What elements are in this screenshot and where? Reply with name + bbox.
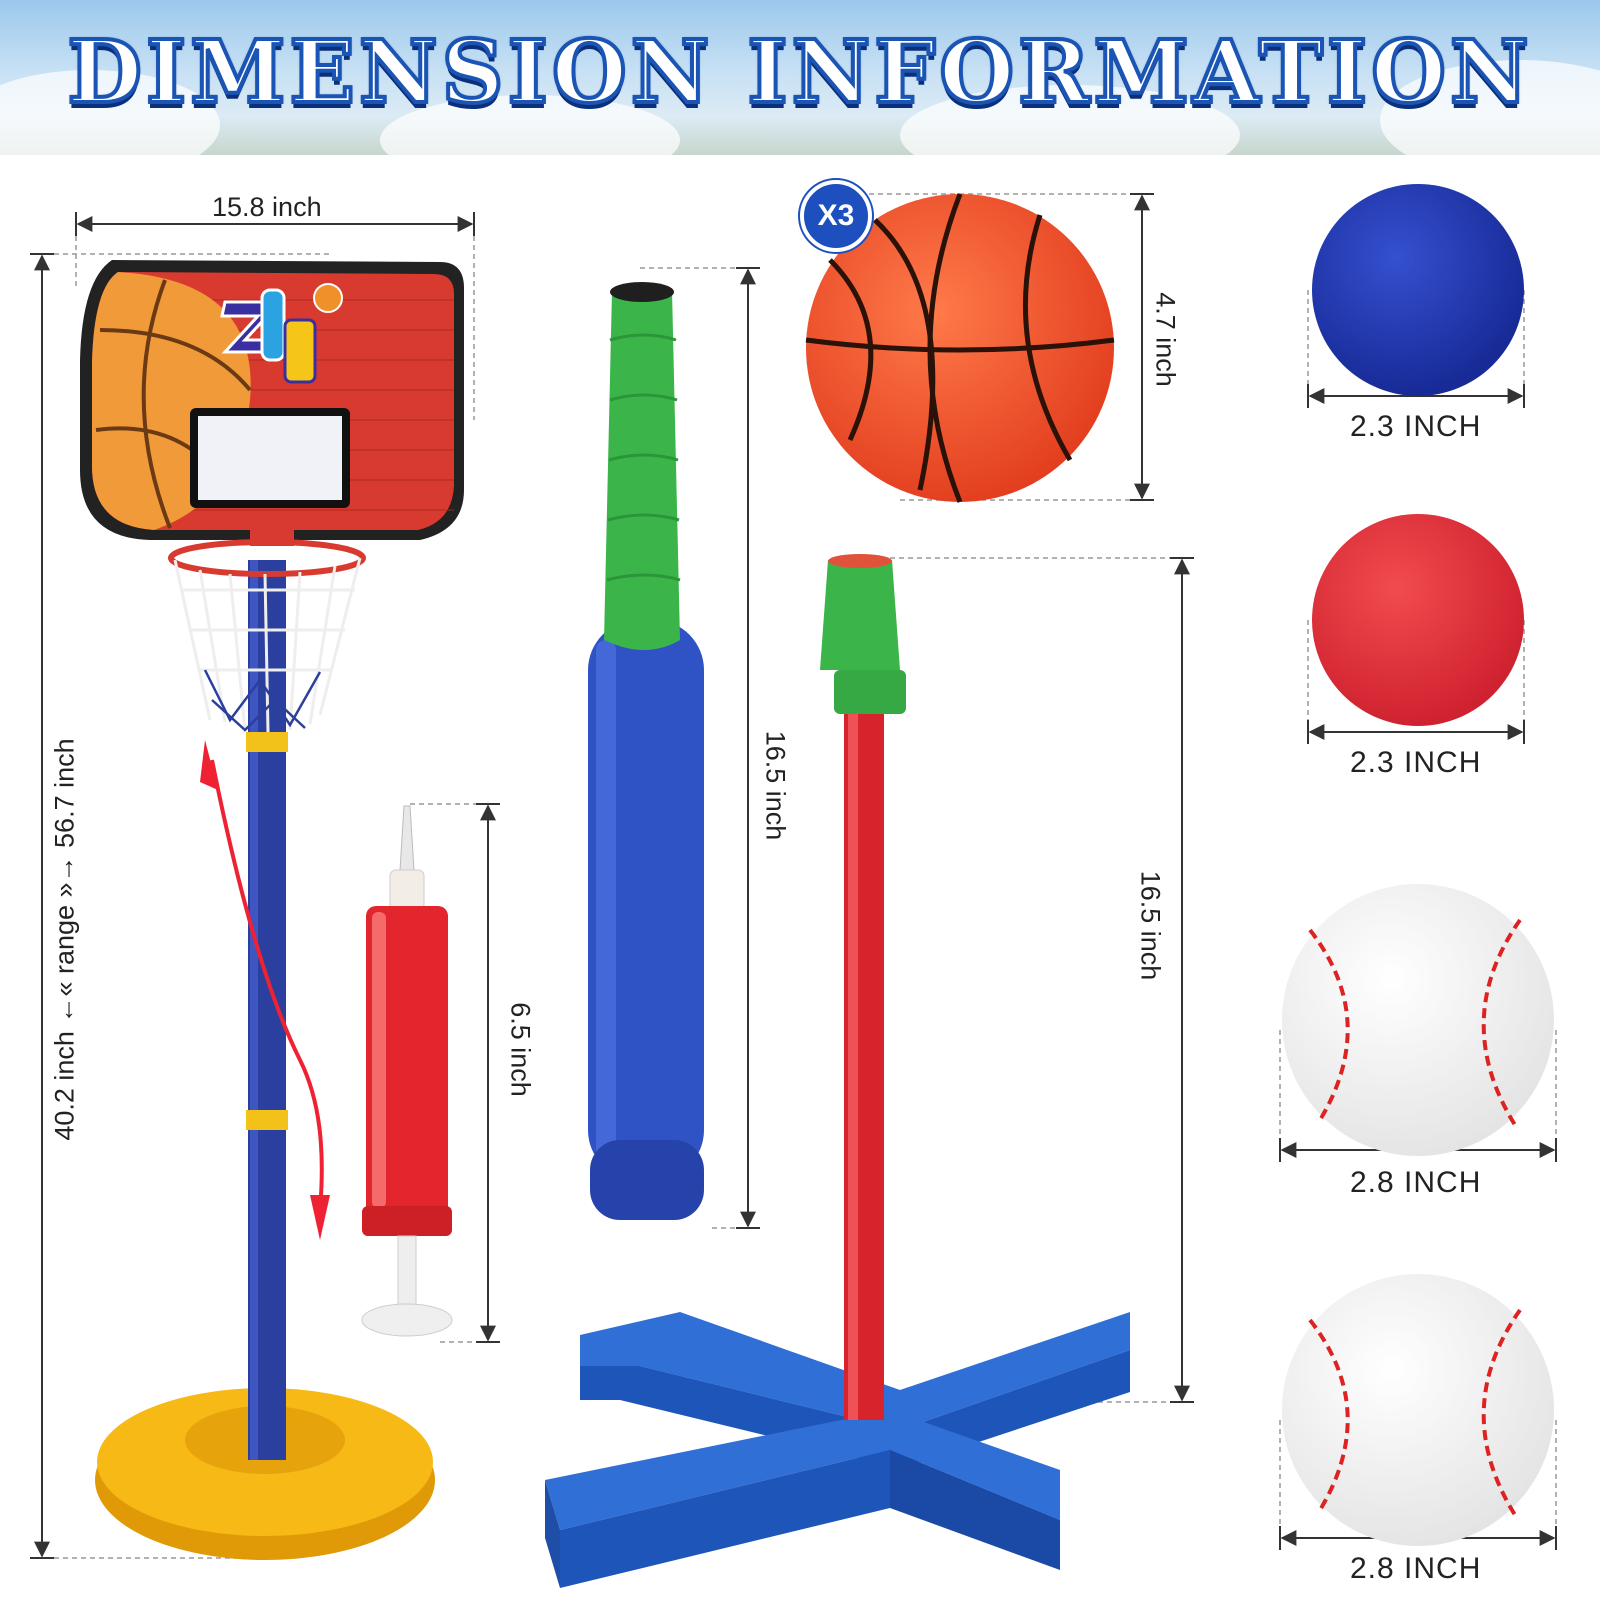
pump-height-label: 6.5 inch — [505, 1002, 536, 1097]
title-banner: DIMENSION INFORMATION — [0, 0, 1600, 155]
blue-ball-size-label: 2.3 INCH — [1350, 410, 1482, 443]
red-foam-ball — [1312, 514, 1524, 726]
basketball-hoop-stand — [80, 260, 464, 1560]
baseball-1-size-label: 2.8 INCH — [1350, 1166, 1482, 1199]
baseball-2-size-label: 2.8 INCH — [1350, 1552, 1482, 1585]
banner-title: DIMENSION INFORMATION — [65, 20, 1533, 125]
foam-bat — [588, 282, 704, 1220]
blue-foam-ball — [1312, 184, 1524, 396]
basketball-diameter-label: 4.7 inch — [1150, 292, 1181, 387]
hoop-height-range-label: 40.2 inch ←« range »→ 56.7 inch — [49, 738, 80, 1141]
batting-tee — [545, 554, 1130, 1588]
bat-length-label: 16.5 inch — [760, 730, 791, 841]
red-ball-size-label: 2.3 INCH — [1350, 746, 1482, 779]
baseball-2 — [1282, 1274, 1554, 1546]
quantity-badge: X3 — [800, 180, 872, 252]
brand-logo — [220, 283, 343, 384]
baseball-1 — [1282, 884, 1554, 1156]
hoop-width-label: 15.8 inch — [212, 192, 322, 222]
dimension-lines — [30, 193, 1557, 1559]
mini-basketball — [805, 193, 1115, 503]
tee-height-label: 16.5 inch — [1135, 870, 1166, 981]
ball-pump — [361, 805, 453, 1337]
